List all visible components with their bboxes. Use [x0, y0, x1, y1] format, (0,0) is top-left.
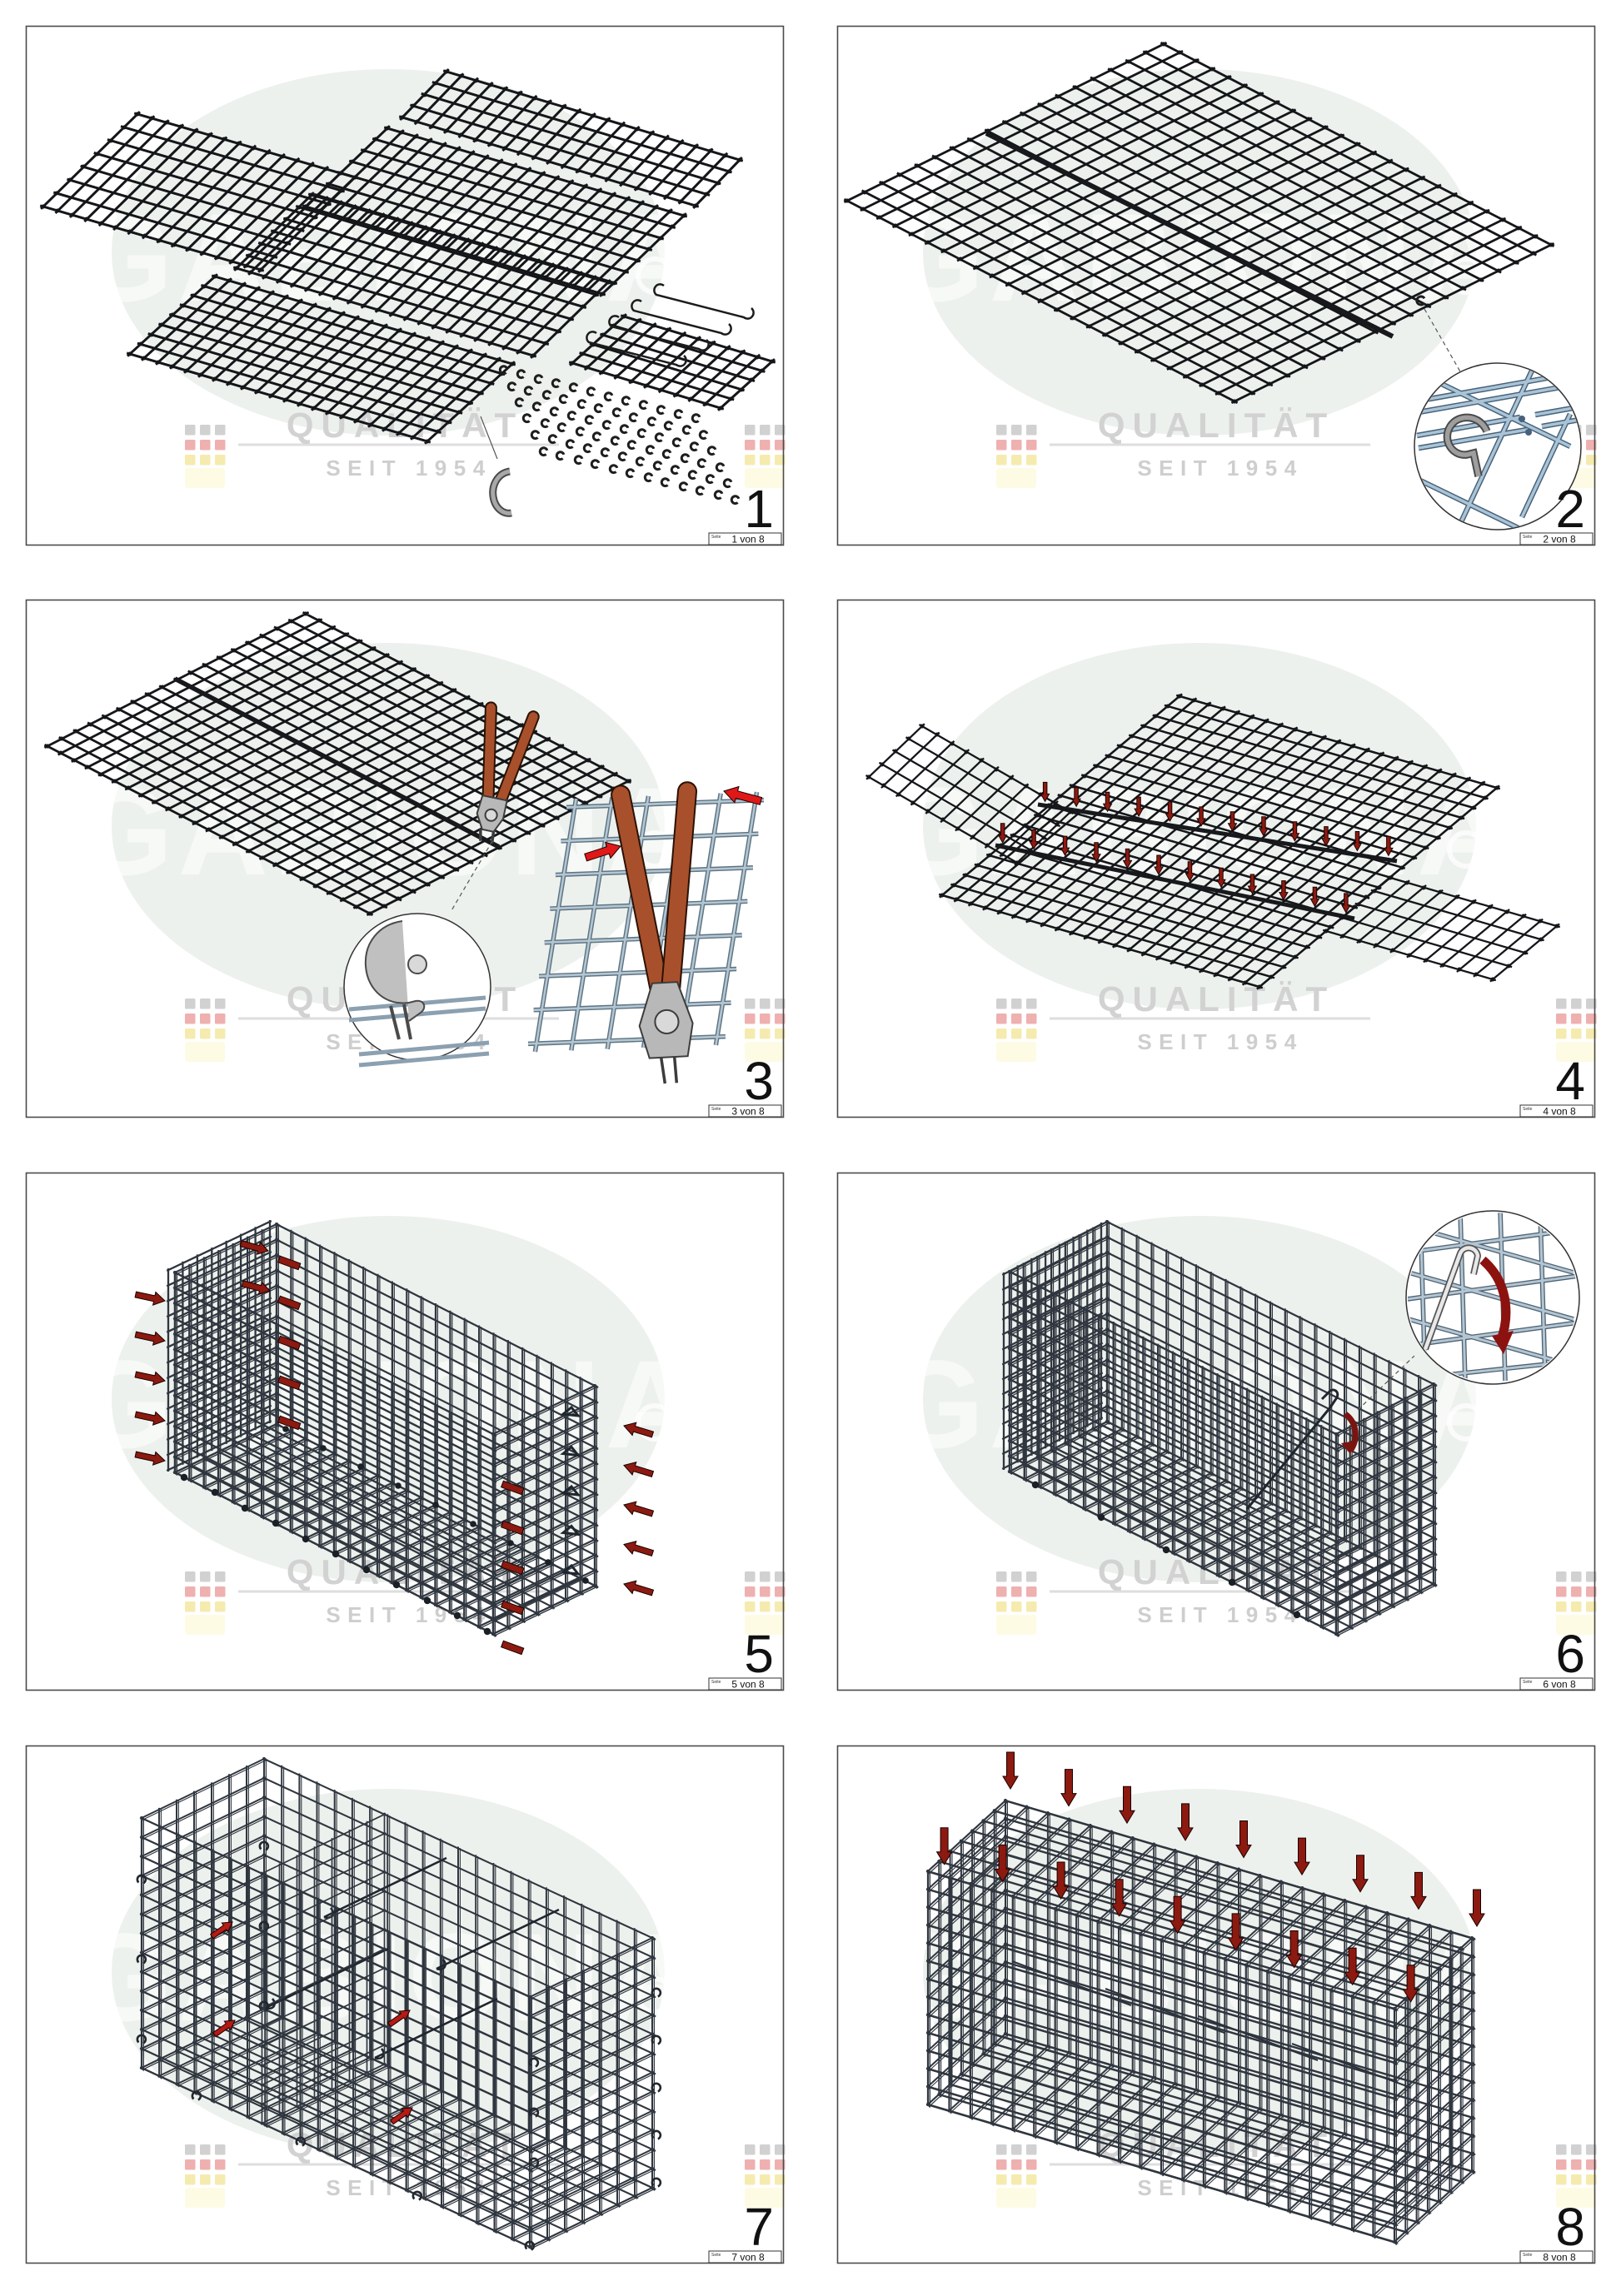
svg-text:Seite: Seite: [711, 1680, 721, 1685]
svg-text:4: 4: [1555, 1051, 1585, 1111]
svg-text:3 von 8: 3 von 8: [731, 1106, 765, 1118]
svg-text:2: 2: [1555, 479, 1585, 539]
svg-text:1: 1: [744, 479, 774, 539]
svg-text:Seite: Seite: [711, 1107, 721, 1112]
svg-text:5 von 8: 5 von 8: [731, 1679, 765, 1691]
svg-text:2 von 8: 2 von 8: [1543, 534, 1576, 545]
svg-text:Seite: Seite: [1523, 2253, 1533, 2258]
svg-text:Seite: Seite: [1523, 1680, 1533, 1685]
svg-text:Seite: Seite: [1523, 1107, 1533, 1112]
svg-text:7 von 8: 7 von 8: [731, 2252, 765, 2264]
svg-text:3: 3: [744, 1051, 774, 1111]
svg-text:Seite: Seite: [711, 535, 721, 540]
svg-text:6 von 8: 6 von 8: [1543, 1679, 1576, 1691]
svg-text:8 von 8: 8 von 8: [1543, 2252, 1576, 2264]
svg-text:Seite: Seite: [1523, 535, 1533, 540]
svg-text:7: 7: [744, 2197, 774, 2257]
svg-text:8: 8: [1555, 2197, 1585, 2257]
svg-text:4 von 8: 4 von 8: [1543, 1106, 1576, 1118]
svg-text:6: 6: [1555, 1624, 1585, 1684]
svg-text:Seite: Seite: [711, 2253, 721, 2258]
svg-text:5: 5: [744, 1624, 774, 1684]
svg-text:1 von 8: 1 von 8: [731, 534, 765, 545]
